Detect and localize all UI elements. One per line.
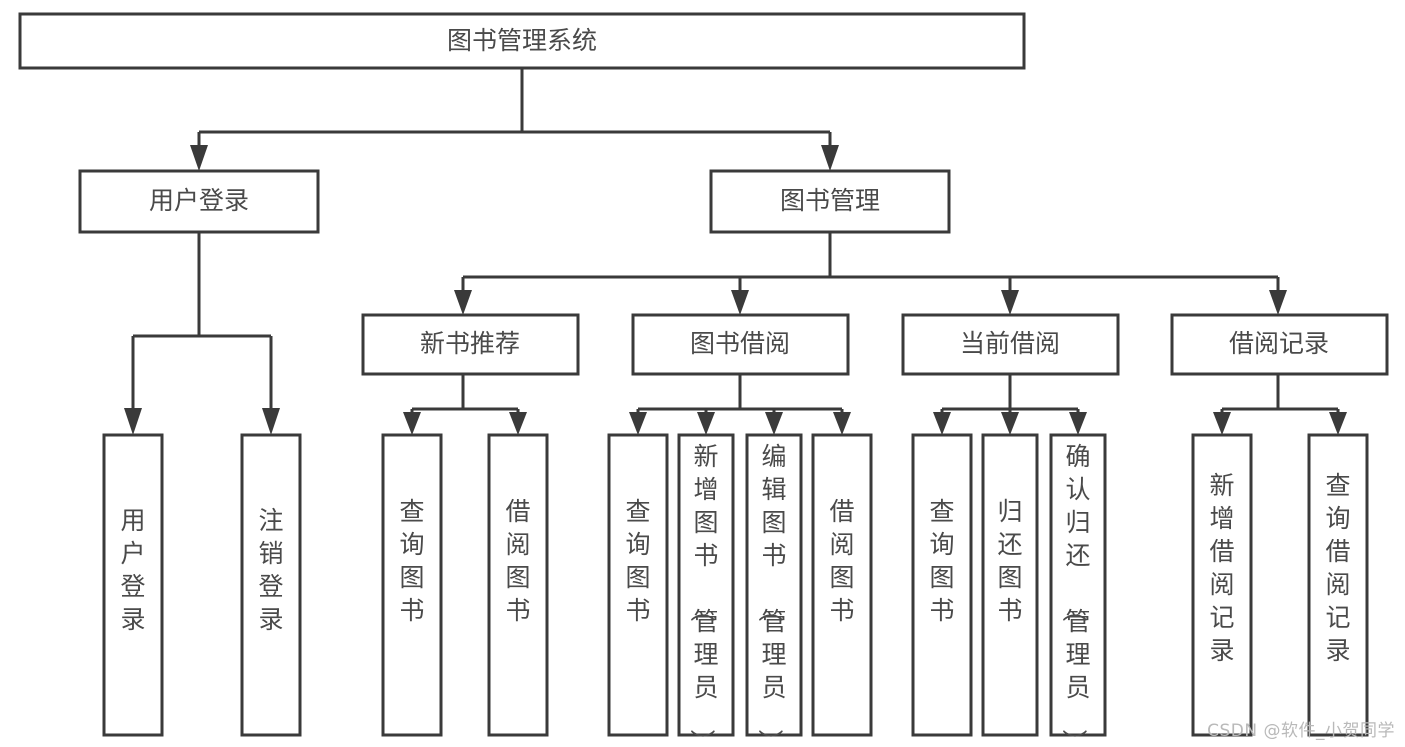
arrow-head-leaf-user-login bbox=[124, 408, 142, 435]
node-leaf-borrow-book-2-box[interactable] bbox=[811, 433, 873, 737]
connector-group-borrow-record bbox=[1213, 374, 1347, 435]
node-leaf-query-book-1-box[interactable] bbox=[381, 433, 443, 737]
node-leaf-borrow-book-2[interactable]: 借阅图书 bbox=[811, 433, 873, 737]
node-leaf-query-book-1-label: 查询图书 bbox=[399, 497, 424, 625]
node-leaf-query-book-2-box[interactable] bbox=[607, 433, 669, 737]
node-leaf-user-login-label: 用户登录 bbox=[120, 506, 145, 634]
node-leaf-borrow-book-1-box[interactable] bbox=[487, 433, 549, 737]
arrow-head-leaf-query-book-2 bbox=[629, 412, 647, 435]
node-new-book-recommend[interactable]: 新书推荐 bbox=[361, 313, 580, 376]
node-leaf-add-record-box[interactable] bbox=[1191, 433, 1253, 737]
connector-group-book-management bbox=[454, 232, 1287, 315]
node-leaf-user-login[interactable]: 用户登录 bbox=[102, 433, 164, 737]
node-current-borrow-label: 当前借阅 bbox=[960, 329, 1060, 358]
node-leaf-logout-login[interactable]: 注销登录 bbox=[240, 433, 302, 737]
arrow-head-leaf-add-book bbox=[697, 412, 715, 435]
node-leaf-confirm-return[interactable]: 确认归还（管理员） bbox=[1049, 433, 1107, 747]
node-leaf-edit-book-label: 编辑图书（管理员） bbox=[755, 442, 786, 747]
node-book-management[interactable]: 图书管理 bbox=[709, 169, 951, 234]
node-borrow-record-box[interactable] bbox=[1170, 313, 1389, 376]
arrow-head-leaf-borrow-book-1 bbox=[509, 412, 527, 435]
node-current-borrow-box[interactable] bbox=[901, 313, 1120, 376]
node-leaf-query-book-3-box[interactable] bbox=[911, 433, 973, 737]
node-root[interactable]: 图书管理系统 bbox=[18, 12, 1026, 70]
node-book-management-label: 图书管理 bbox=[780, 186, 880, 215]
node-new-book-recommend-box[interactable] bbox=[361, 313, 580, 376]
node-leaf-edit-book[interactable]: 编辑图书（管理员） bbox=[745, 433, 803, 747]
arrow-head-leaf-confirm-return bbox=[1069, 412, 1087, 435]
node-book-borrow[interactable]: 图书借阅 bbox=[631, 313, 850, 376]
node-leaf-return-book-label: 归还图书 bbox=[997, 497, 1022, 625]
node-root-box[interactable] bbox=[18, 12, 1026, 70]
connector-group-new-book-recommend bbox=[403, 374, 527, 435]
arrow-head-leaf-query-book-1 bbox=[403, 412, 421, 435]
arrow-head-book-management bbox=[821, 145, 839, 171]
node-leaf-query-book-3-label: 查询图书 bbox=[929, 497, 954, 625]
arrow-head-leaf-edit-book bbox=[765, 412, 783, 435]
node-leaf-query-record[interactable]: 查询借阅记录 bbox=[1307, 433, 1369, 737]
node-user-login-box[interactable] bbox=[78, 169, 320, 234]
arrow-head-leaf-logout-login bbox=[262, 408, 280, 435]
arrow-head-leaf-add-record bbox=[1213, 412, 1231, 435]
arrow-head-book-borrow bbox=[731, 290, 749, 315]
node-leaf-borrow-book-1[interactable]: 借阅图书 bbox=[487, 433, 549, 737]
node-leaf-borrow-book-1-label: 借阅图书 bbox=[505, 497, 530, 625]
arrow-head-borrow-record bbox=[1269, 290, 1287, 315]
node-leaf-add-record[interactable]: 新增借阅记录 bbox=[1191, 433, 1253, 737]
node-leaf-return-book-box[interactable] bbox=[981, 433, 1039, 737]
node-leaf-logout-login-label: 注销登录 bbox=[258, 506, 283, 634]
arrow-head-leaf-query-record bbox=[1329, 412, 1347, 435]
node-leaf-query-book-2-label: 查询图书 bbox=[625, 497, 650, 625]
connector-group-user-login bbox=[124, 232, 280, 435]
connector-group-book-borrow bbox=[629, 374, 851, 435]
arrow-head-leaf-borrow-book-2 bbox=[833, 412, 851, 435]
node-borrow-record-label: 借阅记录 bbox=[1229, 329, 1329, 358]
node-leaf-add-book-label: 新增图书（管理员） bbox=[687, 442, 718, 747]
node-user-login[interactable]: 用户登录 bbox=[78, 169, 320, 234]
node-leaf-query-record-label: 查询借阅记录 bbox=[1325, 471, 1350, 665]
arrow-head-new-book-recommend bbox=[454, 290, 472, 315]
arrow-head-user-login bbox=[190, 145, 208, 171]
node-leaf-add-book-box[interactable] bbox=[677, 433, 735, 737]
node-new-book-recommend-label: 新书推荐 bbox=[420, 329, 520, 358]
node-book-borrow-label: 图书借阅 bbox=[690, 329, 790, 358]
node-leaf-query-record-box[interactable] bbox=[1307, 433, 1369, 737]
node-leaf-add-book[interactable]: 新增图书（管理员） bbox=[677, 433, 735, 747]
arrow-head-leaf-query-book-3 bbox=[933, 412, 951, 435]
node-leaf-user-login-box[interactable] bbox=[102, 433, 164, 737]
arrow-head-leaf-return-book bbox=[1001, 412, 1019, 435]
connector-group-root bbox=[190, 68, 839, 171]
node-leaf-logout-login-box[interactable] bbox=[240, 433, 302, 737]
arrow-head-current-borrow bbox=[1001, 290, 1019, 315]
node-leaf-confirm-return-box[interactable] bbox=[1049, 433, 1107, 737]
node-leaf-add-record-label: 新增借阅记录 bbox=[1209, 471, 1234, 665]
node-leaf-return-book[interactable]: 归还图书 bbox=[981, 433, 1039, 737]
node-leaf-edit-book-box[interactable] bbox=[745, 433, 803, 737]
node-leaf-borrow-book-2-label: 借阅图书 bbox=[829, 497, 854, 625]
node-leaf-query-book-2[interactable]: 查询图书 bbox=[607, 433, 669, 737]
connector-group-current-borrow bbox=[933, 374, 1087, 435]
node-book-management-box[interactable] bbox=[709, 169, 951, 234]
node-leaf-query-book-3[interactable]: 查询图书 bbox=[911, 433, 973, 737]
node-user-login-label: 用户登录 bbox=[149, 186, 249, 215]
node-borrow-record[interactable]: 借阅记录 bbox=[1170, 313, 1389, 376]
node-leaf-confirm-return-label: 确认归还（管理员） bbox=[1059, 442, 1090, 747]
node-current-borrow[interactable]: 当前借阅 bbox=[901, 313, 1120, 376]
node-book-borrow-box[interactable] bbox=[631, 313, 850, 376]
node-root-label: 图书管理系统 bbox=[447, 26, 597, 55]
node-leaf-query-book-1[interactable]: 查询图书 bbox=[381, 433, 443, 737]
